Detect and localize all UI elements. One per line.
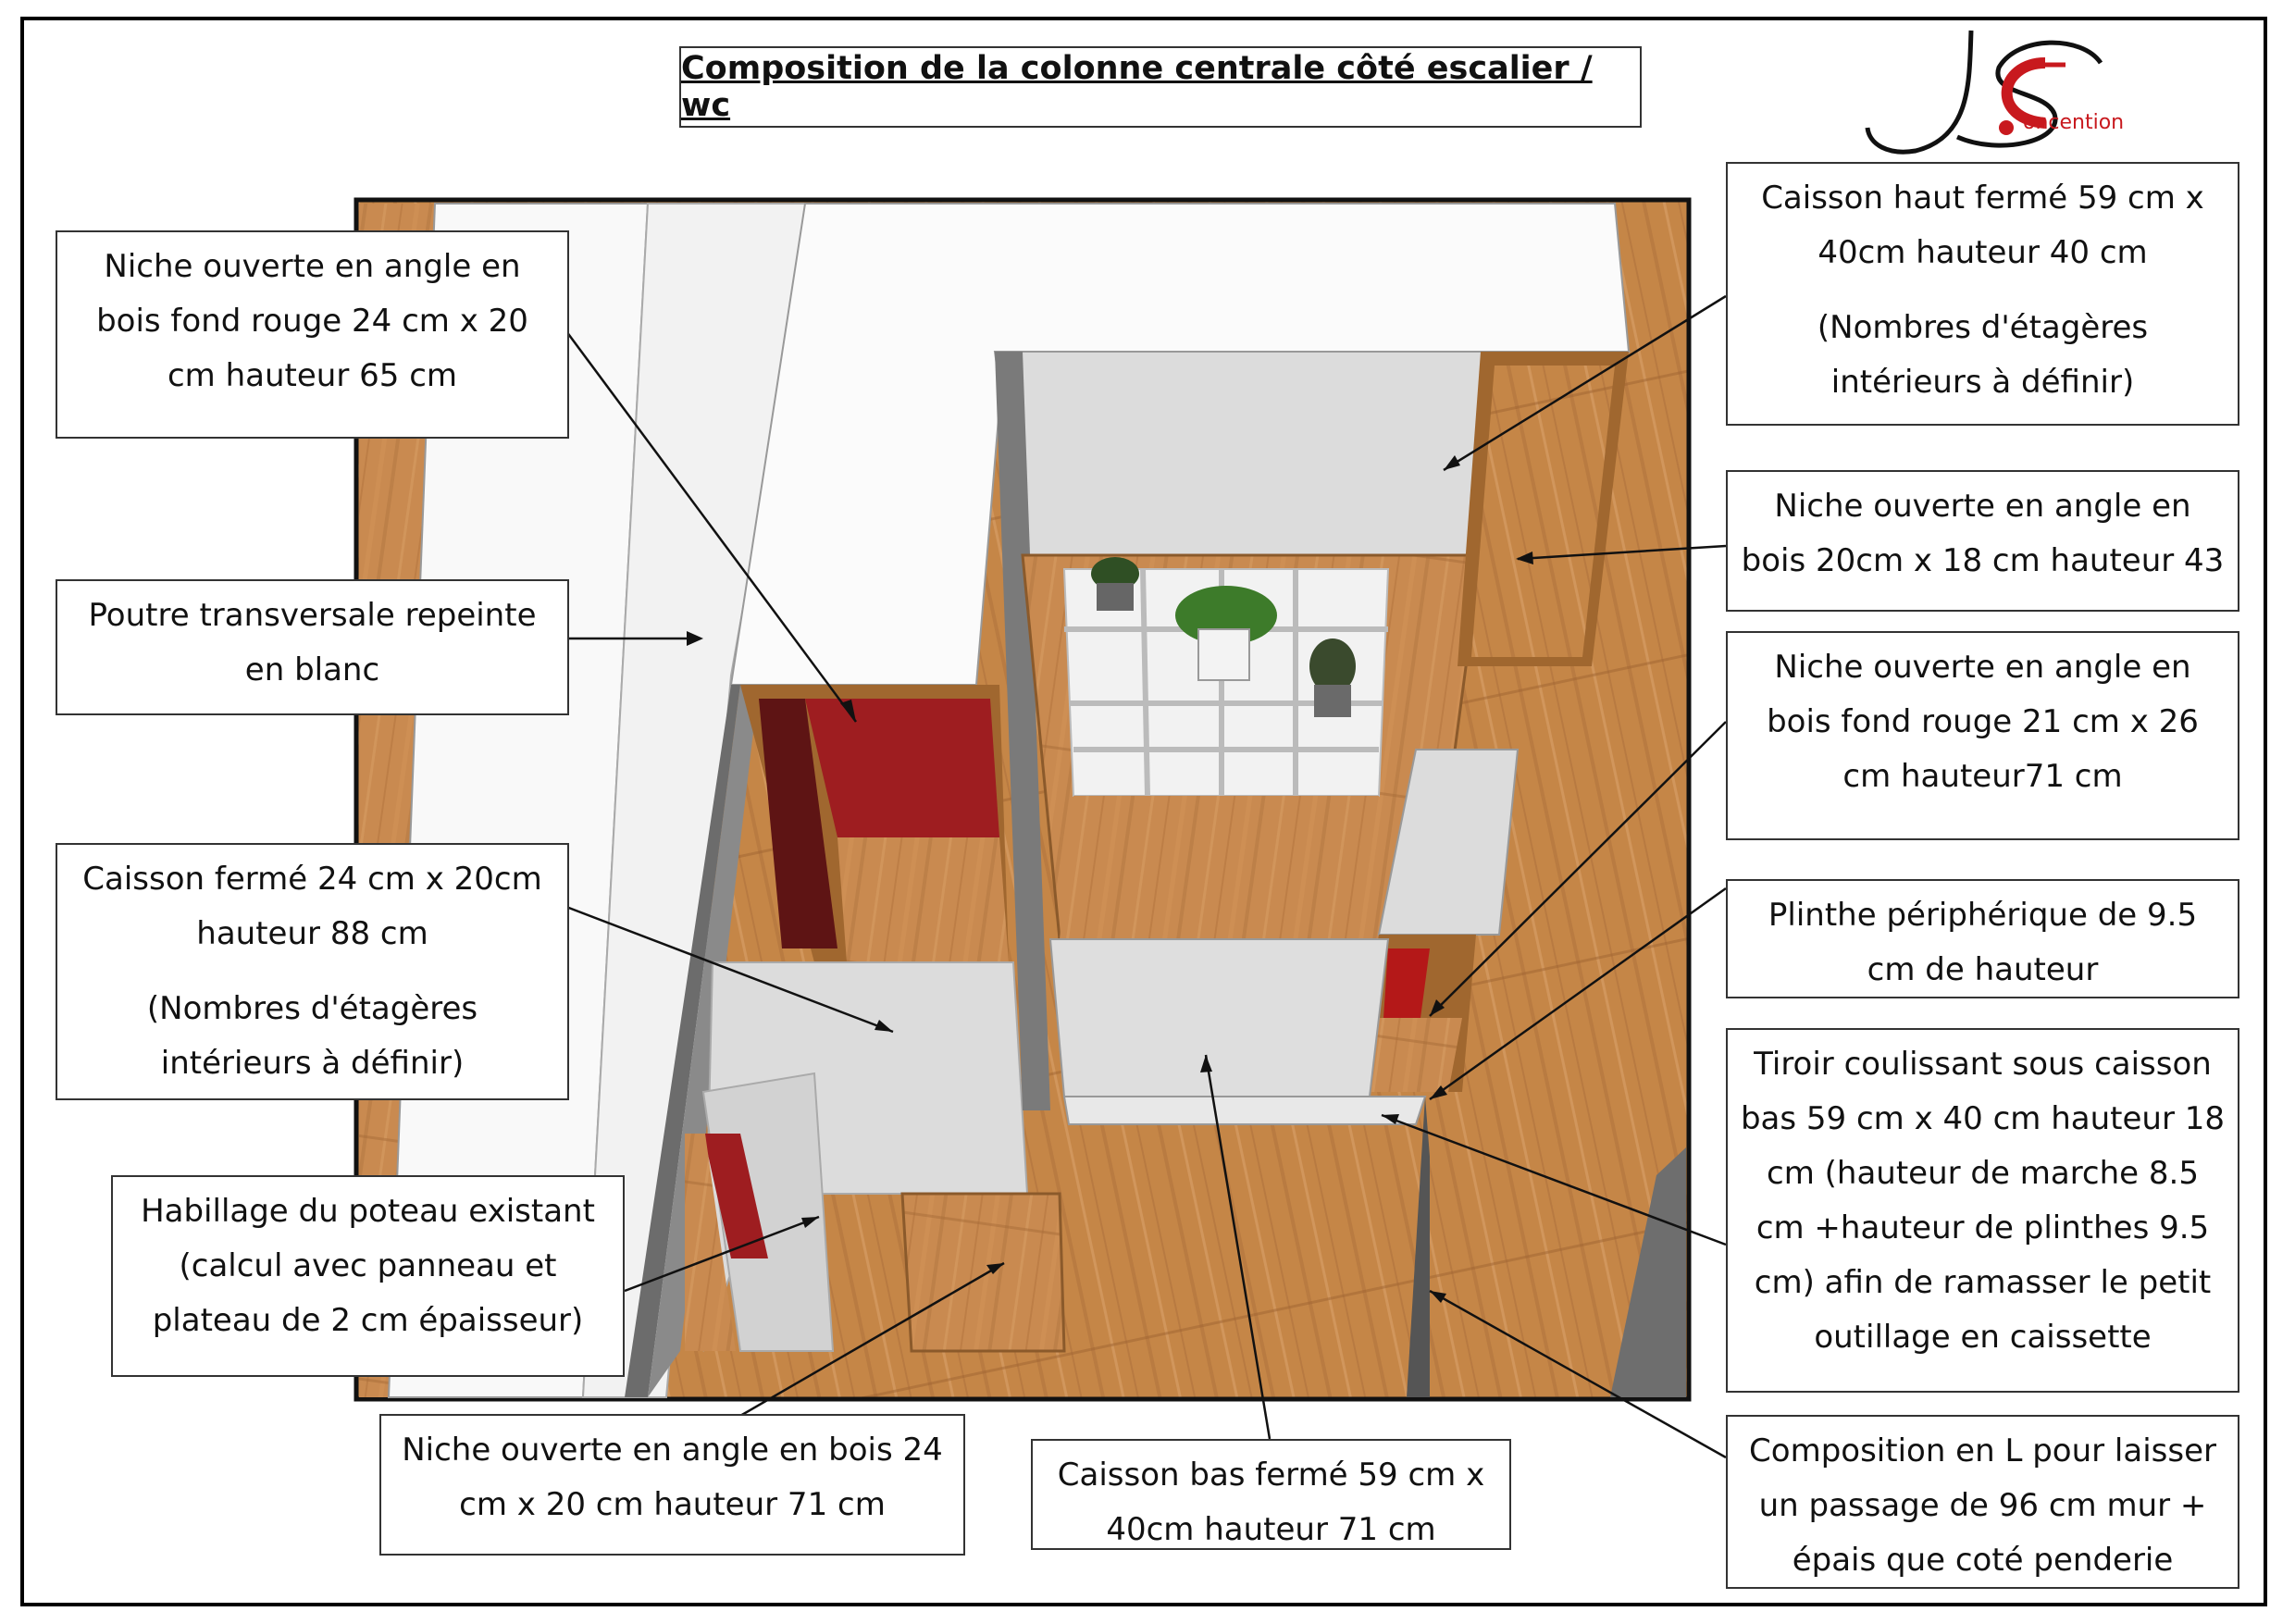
label-poutre: Poutre transversale repeinte en blanc [56, 579, 569, 715]
label-line: bas 59 cm x 40 cm hauteur 18 [1740, 1100, 2226, 1137]
page-title: Composition de la colonne centrale côté … [679, 46, 1642, 128]
label-line: Caisson haut fermé 59 cm x [1761, 180, 2204, 217]
right-wall [1610, 1147, 1686, 1397]
niche-red-floor [837, 837, 1009, 962]
label-line: un passage de 96 cm mur + [1758, 1487, 2207, 1524]
label-tiroir: Tiroir coulissant sous caisson bas 59 cm … [1726, 1028, 2239, 1393]
label-line: hauteur 88 cm [196, 915, 428, 952]
label-plinthe: Plinthe périphérique de 9.5 cm de hauteur [1726, 879, 2239, 998]
label-line: Caisson fermé 24 cm x 20cm [82, 861, 542, 898]
label-caisson-bas: Caisson bas fermé 59 cm x 40cm hauteur 71… [1031, 1439, 1511, 1550]
shelf-floor [1060, 796, 1430, 939]
label-line: cm x 20 cm hauteur 71 cm [459, 1486, 886, 1523]
label-line: bois fond rouge 21 cm x 26 [1767, 703, 2199, 740]
label-line: Poutre transversale repeinte [88, 597, 537, 634]
label-niche-bois-20x18: Niche ouverte en angle en bois 20cm x 18 … [1726, 470, 2239, 612]
label-subline: intérieurs à définir) [1830, 364, 2135, 401]
label-line: outillage en caissette [1814, 1319, 2152, 1356]
label-line: bois fond rouge 24 cm x 20 [96, 303, 528, 340]
niche-bottom-mid [900, 1192, 1066, 1353]
label-niche-rouge-21x26: Niche ouverte en angle en bois fond rouge… [1726, 631, 2239, 840]
label-line: Habillage du poteau existant [141, 1193, 595, 1230]
label-line: cm hauteur71 cm [1842, 758, 2123, 795]
label-line: cm hauteur 65 cm [167, 357, 458, 394]
label-caisson-haut: Caisson haut fermé 59 cm x 40cm hauteur 4… [1726, 162, 2239, 426]
label-niche-bois-24x20: Niche ouverte en angle en bois 24 cm x 20… [379, 1414, 965, 1556]
caisson-right [1377, 749, 1520, 936]
label-line: Niche ouverte en angle en [104, 248, 521, 285]
label-habillage: Habillage du poteau existant (calcul avec… [111, 1175, 625, 1377]
label-line: 40cm hauteur 71 cm [1106, 1511, 1436, 1548]
niche-red-back [805, 699, 999, 837]
label-line: (calcul avec panneau et [179, 1247, 557, 1284]
label-line: Plinthe périphérique de 9.5 [1768, 897, 2198, 934]
label-line: Tiroir coulissant sous caisson [1754, 1046, 2212, 1083]
label-composition-l: Composition en L pour laisser un passage … [1726, 1415, 2239, 1589]
label-line: cm (hauteur de marche 8.5 [1767, 1155, 2199, 1192]
caisson-bas [1048, 938, 1390, 1097]
logo-text: oncention [2023, 111, 2125, 134]
niche-right-red [1383, 948, 1430, 1018]
niche-bottom-red [703, 1134, 768, 1258]
label-line: bois 20cm x 18 cm hauteur 43 [1741, 542, 2225, 579]
pointer-arrows [687, 455, 1533, 1303]
label-line: cm) afin de ramasser le petit [1754, 1264, 2212, 1301]
label-subline: (Nombres d'étagères [1817, 309, 2149, 346]
label-line: Caisson bas fermé 59 cm x [1057, 1457, 1485, 1494]
label-line: Niche ouverte en angle en [1774, 488, 2191, 525]
label-subline: intérieurs à définir) [160, 1045, 465, 1082]
label-line: en blanc [244, 651, 380, 688]
js-conception-logo [1865, 30, 2103, 155]
caisson-haut-edge [995, 352, 1050, 1110]
pointer-lines [564, 294, 1727, 1459]
label-line: Niche ouverte en angle en [1774, 649, 2191, 686]
label-subline: (Nombres d'étagères [146, 990, 478, 1027]
label-line: 40cm hauteur 40 cm [1817, 234, 2148, 271]
niche-bottom-wood [685, 1134, 736, 1351]
tiroir [1062, 1096, 1427, 1125]
label-line: cm de hauteur [1867, 951, 2099, 988]
label-line: cm +hauteur de plinthes 9.5 [1755, 1209, 2210, 1246]
niche-red-side [759, 699, 837, 948]
page-frame [20, 17, 2267, 1606]
niche-right-top-inner [1471, 366, 1615, 657]
post-edge [648, 685, 759, 1397]
label-line: plateau de 2 cm épaisseur) [152, 1302, 584, 1339]
label-line: Composition en L pour laisser [1749, 1432, 2216, 1469]
label-line: épais que coté penderie [1792, 1542, 2174, 1579]
post-shadow [625, 685, 740, 1397]
label-line: Niche ouverte en angle en bois 24 [402, 1432, 943, 1469]
label-caisson-ferme-24x20: Caisson fermé 24 cm x 20cm hauteur 88 cm (… [56, 843, 569, 1100]
label-niche-rouge-24x20: Niche ouverte en angle en bois fond rouge… [56, 230, 569, 439]
